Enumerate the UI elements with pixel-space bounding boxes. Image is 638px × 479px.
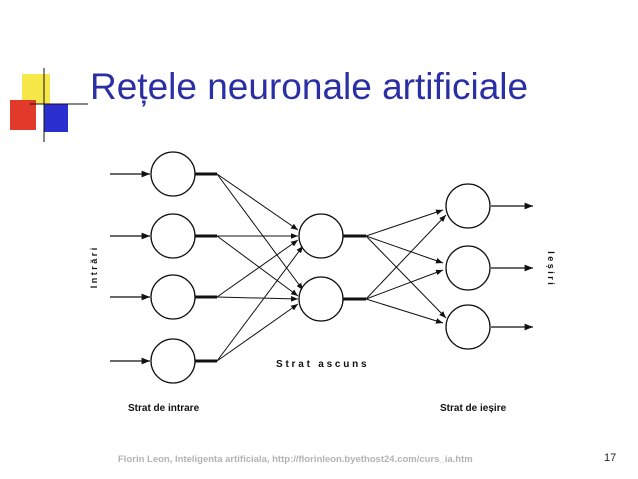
connection xyxy=(365,235,444,264)
hidden-output-connections xyxy=(365,209,447,324)
input-neuron xyxy=(150,213,196,259)
hidden-layer xyxy=(298,213,344,322)
input-hidden-connections xyxy=(216,173,304,362)
input-arrows xyxy=(110,170,150,365)
hidden-neuron xyxy=(298,276,344,322)
output-layer xyxy=(445,183,491,350)
connection xyxy=(216,245,304,362)
page-number: 17 xyxy=(604,452,617,464)
connection xyxy=(365,298,444,324)
connection xyxy=(365,269,444,300)
input-layer xyxy=(150,151,196,384)
slide-title: Rețele neuronale artificiale xyxy=(90,66,529,107)
output-neuron xyxy=(445,245,491,291)
hidden-neuron xyxy=(298,213,344,259)
corner-decoration xyxy=(10,68,88,142)
outputs-vertical-label: I e ș i r i xyxy=(546,251,556,285)
connection xyxy=(216,303,299,362)
output-arrows xyxy=(491,202,533,331)
input-layer-label: Strat de intrare xyxy=(128,403,200,414)
connection xyxy=(216,235,299,297)
hidden-layer-label: S t r a t a s c u n s xyxy=(276,359,367,370)
inputs-vertical-label: I n t r ă r i xyxy=(89,248,99,289)
output-layer-label: Strat de ieșire xyxy=(440,403,507,414)
input-neuron xyxy=(150,151,196,197)
input-neuron xyxy=(150,274,196,320)
connection xyxy=(365,214,447,300)
output-neuron xyxy=(445,304,491,350)
deco-yellow-square xyxy=(22,74,50,104)
connection xyxy=(365,235,447,319)
slide-footer: Florin Leon, Inteligenta artificiala, ht… xyxy=(118,454,473,465)
connection xyxy=(216,173,304,291)
connection xyxy=(365,209,444,237)
connection xyxy=(216,239,299,298)
deco-blue-square xyxy=(44,104,68,132)
axon-stubs xyxy=(195,172,366,363)
connection xyxy=(216,296,299,302)
connection xyxy=(216,173,299,231)
deco-red-square xyxy=(10,100,36,130)
output-neuron xyxy=(445,183,491,229)
input-neuron xyxy=(150,338,196,384)
